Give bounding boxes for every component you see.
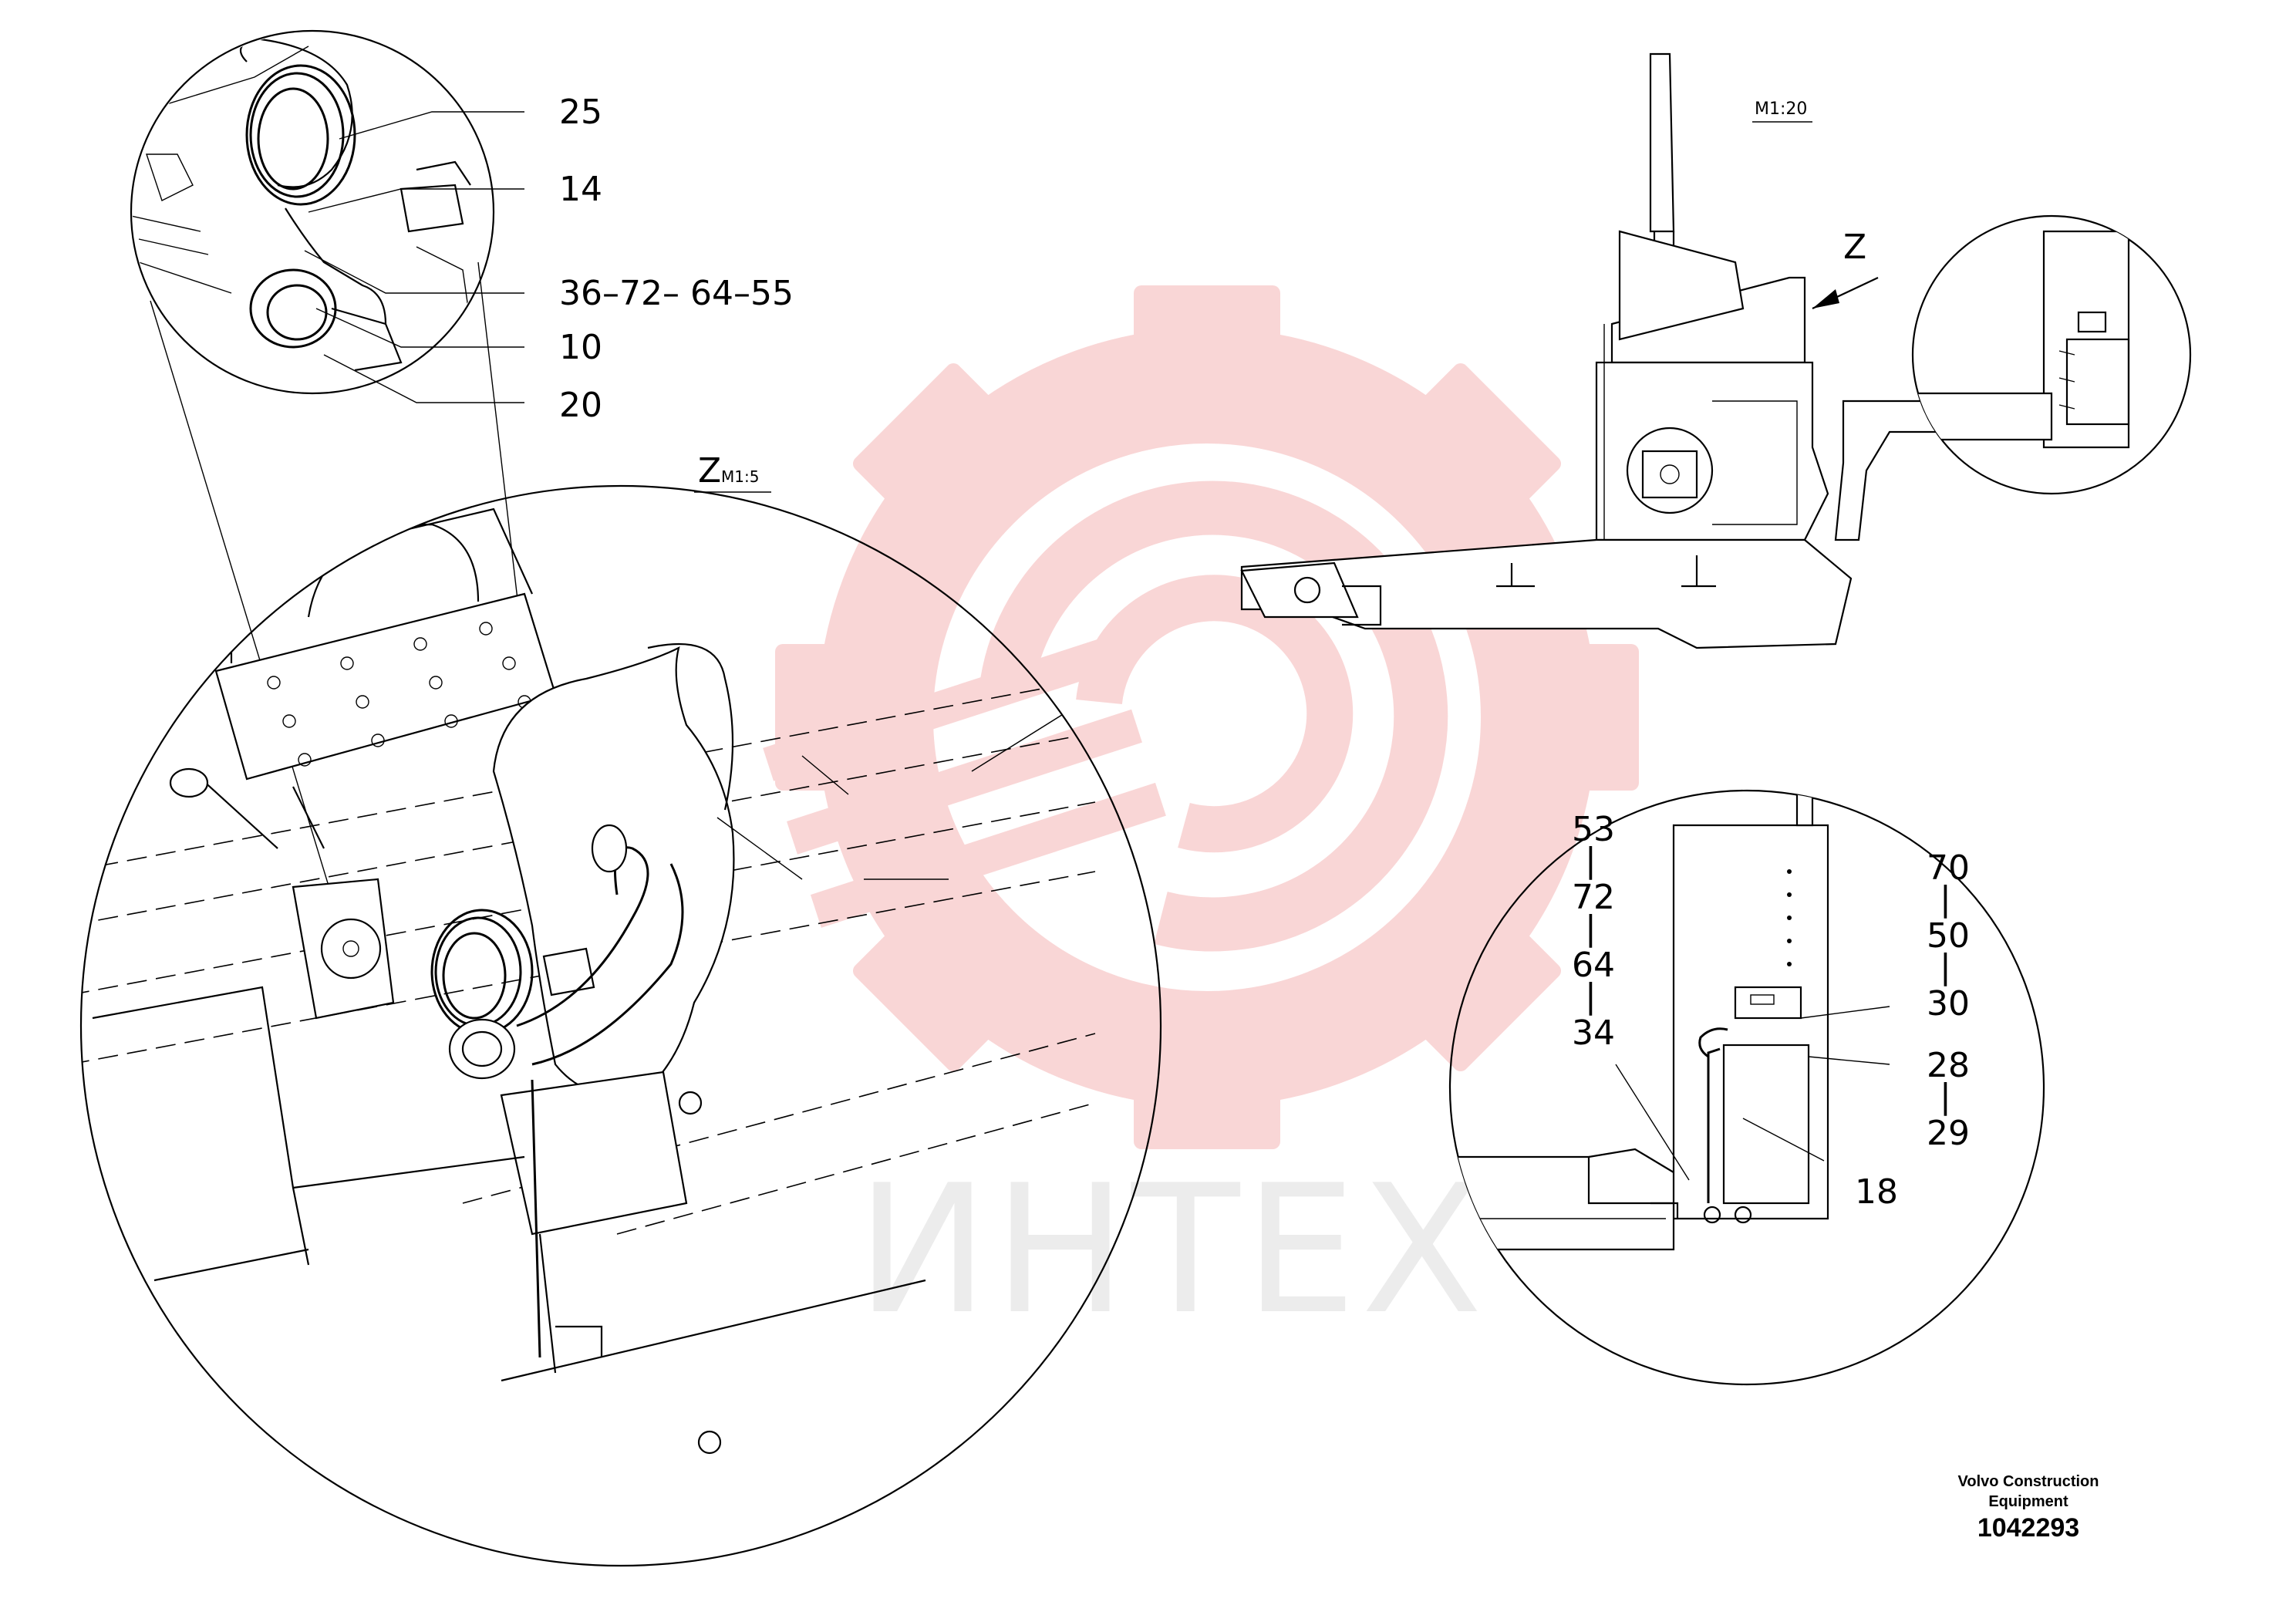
drawing-number: 1042293 <box>1977 1513 2080 1543</box>
callout-sep: | <box>1585 909 1596 948</box>
callout-sep: | <box>1940 947 1951 986</box>
column-dots <box>1787 869 1792 966</box>
detail-circle-top-outline <box>130 29 495 395</box>
detail-circle-bottom-right: 53 | 72 | 64 | 34 70 | 50 | 30 28 | 29 1… <box>1448 789 2045 1386</box>
callout-34: 34 <box>1572 1013 1615 1053</box>
callout-10: 10 <box>559 328 602 367</box>
callout-stack-left: 53 | 72 | 64 | 34 <box>1572 810 1615 1053</box>
watermark-text: ИНТЕХ <box>856 1148 1487 1354</box>
callout-sep: | <box>1940 879 1951 919</box>
callout-18: 18 <box>1855 1172 1898 1212</box>
callout-28: 28 <box>1927 1046 1970 1085</box>
detail-circle-bottom-right-outline <box>1448 789 2045 1386</box>
view-z-scale: M1:5 <box>721 467 759 486</box>
callout-72: 72 <box>1572 878 1615 917</box>
callout-64: 64 <box>1572 946 1615 985</box>
detail-circle-right-small-outline <box>1911 214 2192 495</box>
machine-scale-label: M1:20 <box>1755 99 1807 119</box>
detail-circle-top: 25 14 36–72– 64–55 10 20 <box>130 29 794 425</box>
leader-lines-top <box>304 111 524 403</box>
callout-30: 30 <box>1927 984 1970 1023</box>
callout-20: 20 <box>559 386 602 425</box>
callout-50: 50 <box>1927 916 1970 956</box>
callout-14: 14 <box>559 170 602 209</box>
gear-icon <box>763 285 1639 1149</box>
callout-sep: | <box>1585 841 1596 880</box>
view-z-letter: Z <box>698 451 721 491</box>
callout-36-72-64-55: 36–72– 64–55 <box>559 274 794 313</box>
callout-53: 53 <box>1572 810 1615 849</box>
arrow-z-label: Z <box>1843 228 1866 267</box>
callout-25: 25 <box>559 93 602 132</box>
company-line-2: Equipment <box>1988 1493 2068 1510</box>
callout-sep: | <box>1940 1077 1951 1116</box>
detail-circle-right-small <box>1911 214 2192 495</box>
company-line-1: Volvo Construction <box>1957 1473 2099 1490</box>
callout-sep: | <box>1585 976 1596 1016</box>
callout-stack-right: 70 | 50 | 30 28 | 29 <box>1927 848 1970 1153</box>
view-z-detail-circle <box>79 484 1162 1567</box>
view-z-label: Z M1:5 <box>694 451 771 493</box>
company-name: Volvo Construction Equipment <box>1928 1472 2129 1512</box>
arrow-head-icon <box>1812 289 1839 309</box>
view-z-circle-outline <box>79 484 1162 1567</box>
machine-side-view: M1:20 Z <box>1240 52 2038 649</box>
callout-70: 70 <box>1927 848 1970 888</box>
callout-29: 29 <box>1927 1114 1970 1153</box>
